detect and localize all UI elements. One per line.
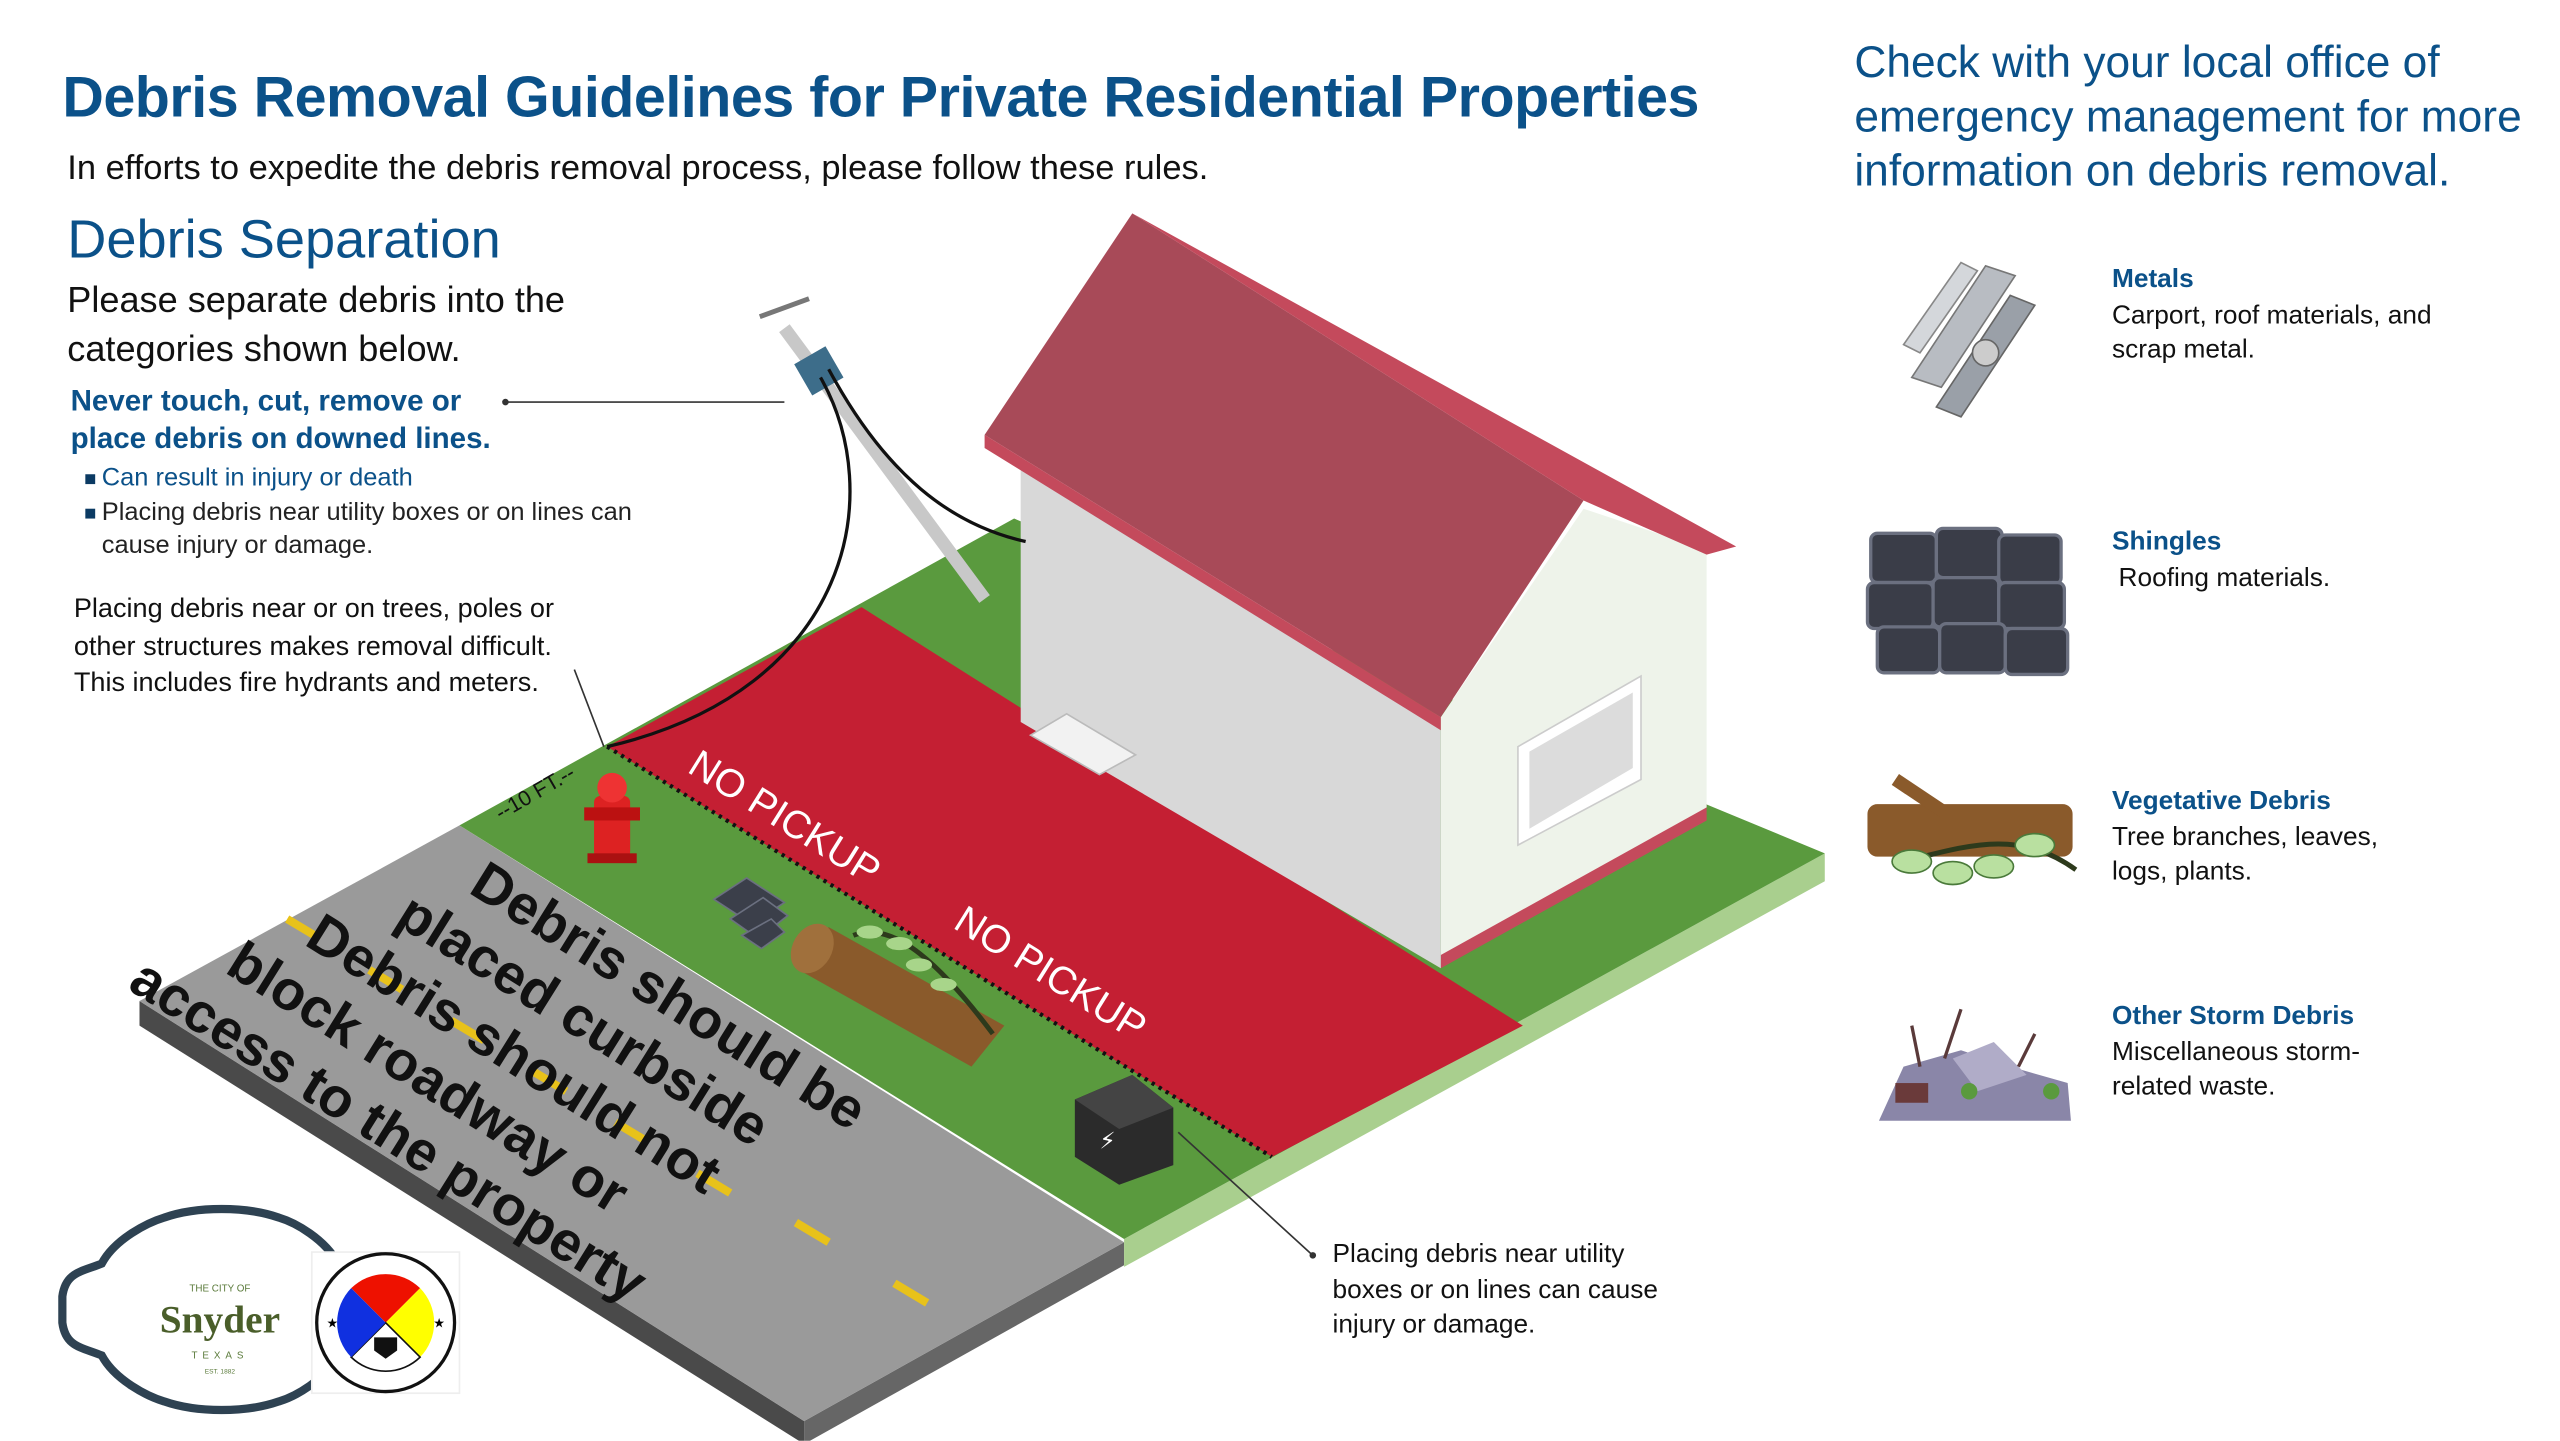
road-side-right xyxy=(804,1242,1125,1441)
service-line xyxy=(827,368,1026,544)
pole-transformer-icon xyxy=(794,346,844,396)
separation-text: Please separate debris into the categori… xyxy=(67,278,566,370)
category-shingles: Shingles Roofing materials. xyxy=(2112,525,2489,596)
pole-crossarm xyxy=(758,296,810,320)
category-title: Shingles xyxy=(2111,528,2222,557)
contact-heading: Check with your local office of emergenc… xyxy=(1854,37,2522,196)
svg-text:⚡: ⚡ xyxy=(1099,1128,1115,1154)
downed-power-line xyxy=(606,376,852,749)
lawn-side xyxy=(1124,853,1825,1267)
category-desc: Roofing materials. xyxy=(2118,563,2331,592)
log-branches-icon xyxy=(1867,774,2078,886)
trees-note: Placing debris near or on trees, poles o… xyxy=(73,594,554,698)
shingles-pile-icon xyxy=(712,876,790,950)
downed-lines-heading: Never touch, cut, remove or place debris… xyxy=(70,383,491,455)
utility-box-icon: ⚡ xyxy=(1074,1074,1174,1185)
logo-text: TEXAS xyxy=(191,1351,248,1362)
metal-pipes-icon xyxy=(1902,261,2037,418)
roof-left xyxy=(984,213,1584,718)
shingles-icon xyxy=(1865,526,2070,677)
page-subtitle: In efforts to expedite the debris remova… xyxy=(67,149,1209,188)
category-title: Other Storm Debris xyxy=(2111,1002,2355,1031)
emergency-management-logo: ★★ xyxy=(310,1251,461,1395)
right-of-way-line xyxy=(606,744,1273,1159)
callout-line-hydrant xyxy=(573,669,605,747)
roof-edge xyxy=(984,434,1441,731)
category-other: Other Storm Debris Miscellaneous storm-r… xyxy=(2112,999,2399,1105)
category-desc: Tree branches, leaves, logs, plants. xyxy=(2111,822,2379,887)
callout-line-utility xyxy=(1177,1131,1314,1256)
logo-text: THE CITY OF xyxy=(189,1283,250,1294)
category-desc: Miscellaneous storm-related waste. xyxy=(2111,1037,2361,1102)
utility-note: Placing debris near utility boxes or on … xyxy=(1332,1240,1658,1340)
category-metals: Metals Carport, roof materials, and scra… xyxy=(2112,263,2489,369)
separation-heading: Debris Separation xyxy=(67,208,501,270)
downed-lines-list: Can result in injury or death Placing de… xyxy=(82,463,673,564)
logo-text: Snyder xyxy=(160,1297,280,1341)
logo-text: EST. 1882 xyxy=(205,1369,236,1376)
no-pickup-zone xyxy=(607,607,1523,1157)
category-desc: Carport, roof materials, and scrap metal… xyxy=(2111,301,2432,365)
road-center-dashes xyxy=(285,915,930,1307)
roof-right xyxy=(1132,213,1737,555)
house-side-wall xyxy=(1020,467,1441,969)
category-title: Metals xyxy=(2111,265,2194,294)
road xyxy=(139,825,1125,1422)
callout-dot xyxy=(502,398,509,406)
house-foundation xyxy=(1440,804,1707,969)
list-item: Placing debris near utility boxes or on … xyxy=(82,496,673,563)
house-steps xyxy=(1028,712,1138,776)
fire-hydrant-icon xyxy=(584,772,640,864)
storm-debris-icon xyxy=(1878,1008,2071,1121)
category-vegetative: Vegetative Debris Tree branches, leaves,… xyxy=(2112,784,2407,890)
svg-text:★: ★ xyxy=(433,1316,445,1331)
log-debris-icon xyxy=(790,923,1005,1067)
list-item: Can result in injury or death xyxy=(82,463,673,497)
window-glass xyxy=(1529,692,1633,829)
page-title: Debris Removal Guidelines for Private Re… xyxy=(62,65,1699,130)
road-side-left xyxy=(139,1001,805,1441)
callout-dot xyxy=(1309,1252,1317,1259)
svg-text:★: ★ xyxy=(327,1316,339,1331)
category-title: Vegetative Debris xyxy=(2111,787,2331,816)
